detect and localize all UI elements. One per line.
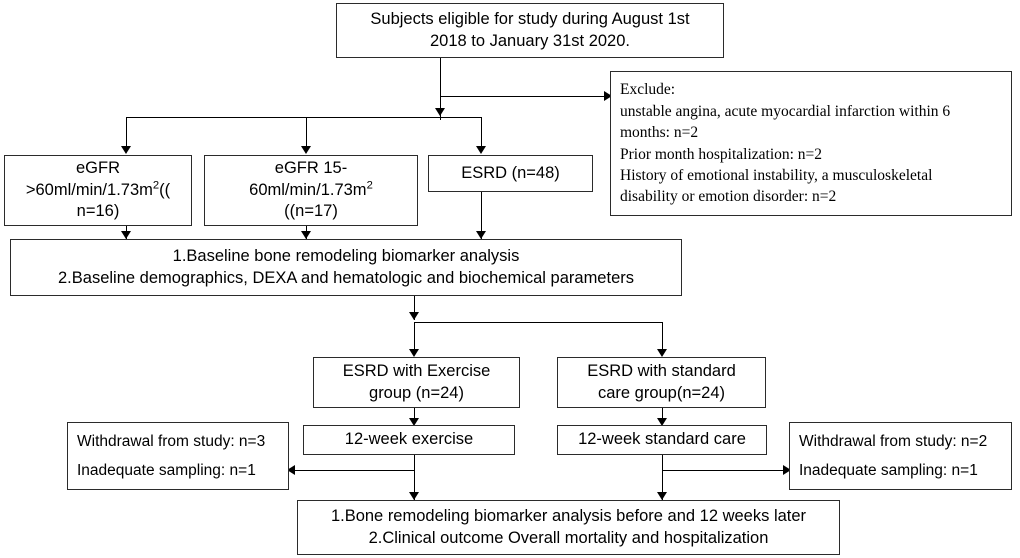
exclude-line-6: disability or emotion disorder: n=2 xyxy=(620,188,837,206)
arrowhead-egfr-high xyxy=(121,146,131,154)
connector-drop-standard-group xyxy=(662,322,663,352)
eligible-line-2: 2018 to January 31st 2020. xyxy=(430,31,630,50)
arrowhead-trunk-to-split xyxy=(435,108,445,116)
withdrawal-left-line-2: Inadequate sampling: n=1 xyxy=(77,462,256,479)
egfr-high-superscript: 2 xyxy=(152,179,160,192)
egfr-mid-superscript: 2 xyxy=(366,179,373,192)
esrd-standard-line-2: care group(n=24) xyxy=(597,383,726,402)
egfr-mid-line-3: ((n=17) xyxy=(284,202,338,221)
node-eligible-subjects[interactable]: Subjects eligible for study during Augus… xyxy=(336,3,724,58)
connector-drop-egfr-mid xyxy=(306,117,307,147)
arrowhead-standard-group xyxy=(657,349,667,357)
connector-drop-exercise-group xyxy=(414,322,415,352)
arrowhead-egfr-mid-baseline xyxy=(301,231,311,239)
baseline-line-1: 1.Baseline bone remodeling biomarker ana… xyxy=(172,246,520,265)
exclude-line-3: months: n=2 xyxy=(620,124,699,142)
exercise-intervention-label: 12-week exercise xyxy=(344,430,474,449)
connector-split-bar-top xyxy=(126,117,481,118)
exclude-line-1: Exclude: xyxy=(620,81,676,99)
egfr-high-suffix: (( xyxy=(159,180,171,199)
arrowhead-standard-intervention xyxy=(657,418,667,426)
arrowhead-standard-outcome xyxy=(657,492,667,500)
esrd-exercise-line-2: group (n=24) xyxy=(369,383,464,402)
connector-drop-egfr-high xyxy=(126,117,127,147)
withdrawal-right-line-1: Withdrawal from study: n=2 xyxy=(799,432,988,450)
egfr-high-value: >60ml/min/1.73m xyxy=(25,180,153,199)
connector-esrd-to-baseline xyxy=(481,192,482,239)
connector-standard-intervention-down xyxy=(662,455,663,500)
connector-exercise-to-intervention xyxy=(414,408,415,424)
connector-exercise-intervention-down xyxy=(414,455,415,500)
exclude-line-4: Prior month hospitalization: n=2 xyxy=(620,145,823,163)
egfr-high-line-1: eGFR xyxy=(75,158,120,177)
node-outcomes[interactable]: 1.Bone remodeling biomarker analysis bef… xyxy=(297,500,840,555)
node-egfr-above-60[interactable]: eGFR >60ml/min/1.73m2(( n=16) xyxy=(4,155,192,226)
esrd-standard-line-1: ESRD with standard xyxy=(587,361,736,380)
node-exclusions[interactable]: Exclude: unstable angina, acute myocardi… xyxy=(610,71,1012,216)
arrowhead-esrd-baseline xyxy=(476,231,486,239)
arrowhead-egfr-high-baseline xyxy=(121,231,131,239)
withdrawal-left-line-1: Withdrawal from study: n=3 xyxy=(77,432,266,450)
node-egfr-15-60[interactable]: eGFR 15- 60ml/min/1.73m2 ((n=17) xyxy=(204,155,418,226)
node-esrd-standard-group[interactable]: ESRD with standard care group(n=24) xyxy=(557,357,766,408)
withdrawal-right-line-2: Inadequate sampling: n=1 xyxy=(799,462,978,479)
node-withdrawal-standard[interactable]: Withdrawal from study: n=2 Inadequate sa… xyxy=(789,422,1012,490)
arrowhead-withdrawal-right xyxy=(783,465,791,475)
arrowhead-egfr-mid xyxy=(301,146,311,154)
esrd-exercise-line-1: ESRD with Exercise xyxy=(342,361,491,380)
connector-standard-to-intervention xyxy=(662,408,663,424)
connector-split-bar-groups xyxy=(414,322,662,323)
arrowhead-exercise-group xyxy=(409,349,419,357)
node-esrd[interactable]: ESRD (n=48) xyxy=(428,155,593,192)
egfr-high-line-3: n=16) xyxy=(76,202,120,221)
connector-eligible-trunk xyxy=(440,58,441,120)
node-12-week-exercise[interactable]: 12-week exercise xyxy=(303,425,515,455)
connector-exercise-to-withdrawal xyxy=(295,470,415,471)
node-esrd-exercise-group[interactable]: ESRD with Exercise group (n=24) xyxy=(313,357,520,408)
egfr-mid-value: 60ml/min/1.73m xyxy=(249,180,367,199)
outcome-line-1: 1.Bone remodeling biomarker analysis bef… xyxy=(330,506,807,525)
connector-baseline-trunk xyxy=(414,296,415,320)
connector-standard-to-withdrawal xyxy=(662,470,783,471)
arrowhead-to-exclude xyxy=(604,91,612,101)
outcome-line-2: 2.Clinical outcome Overall mortality and… xyxy=(368,528,769,547)
arrowhead-esrd xyxy=(476,146,486,154)
egfr-mid-line-1: eGFR 15- xyxy=(274,158,348,177)
esrd-label: ESRD (n=48) xyxy=(461,163,560,182)
node-12-week-standard-care[interactable]: 12-week standard care xyxy=(557,425,767,455)
node-baseline-assessments[interactable]: 1.Baseline bone remodeling biomarker ana… xyxy=(10,239,682,296)
connector-drop-esrd xyxy=(481,117,482,147)
arrowhead-exercise-outcome xyxy=(409,492,419,500)
connector-to-exclude xyxy=(440,96,604,97)
eligible-line-1: Subjects eligible for study during Augus… xyxy=(370,9,690,28)
egfr-mid-line-2: 60ml/min/1.73m2 xyxy=(249,179,373,199)
arrowhead-baseline-split xyxy=(409,312,419,320)
standard-intervention-label: 12-week standard care xyxy=(578,430,746,449)
egfr-high-line-2: >60ml/min/1.73m2(( xyxy=(25,179,171,199)
baseline-line-2: 2.Baseline demographics, DEXA and hemato… xyxy=(58,268,634,287)
arrowhead-exercise-intervention xyxy=(409,418,419,426)
exclude-line-5: History of emotional instability, a musc… xyxy=(620,166,933,184)
node-withdrawal-exercise[interactable]: Withdrawal from study: n=3 Inadequate sa… xyxy=(67,422,289,490)
arrowhead-withdrawal-left xyxy=(287,465,295,475)
exclude-line-2: unstable angina, acute myocardial infarc… xyxy=(620,102,951,120)
